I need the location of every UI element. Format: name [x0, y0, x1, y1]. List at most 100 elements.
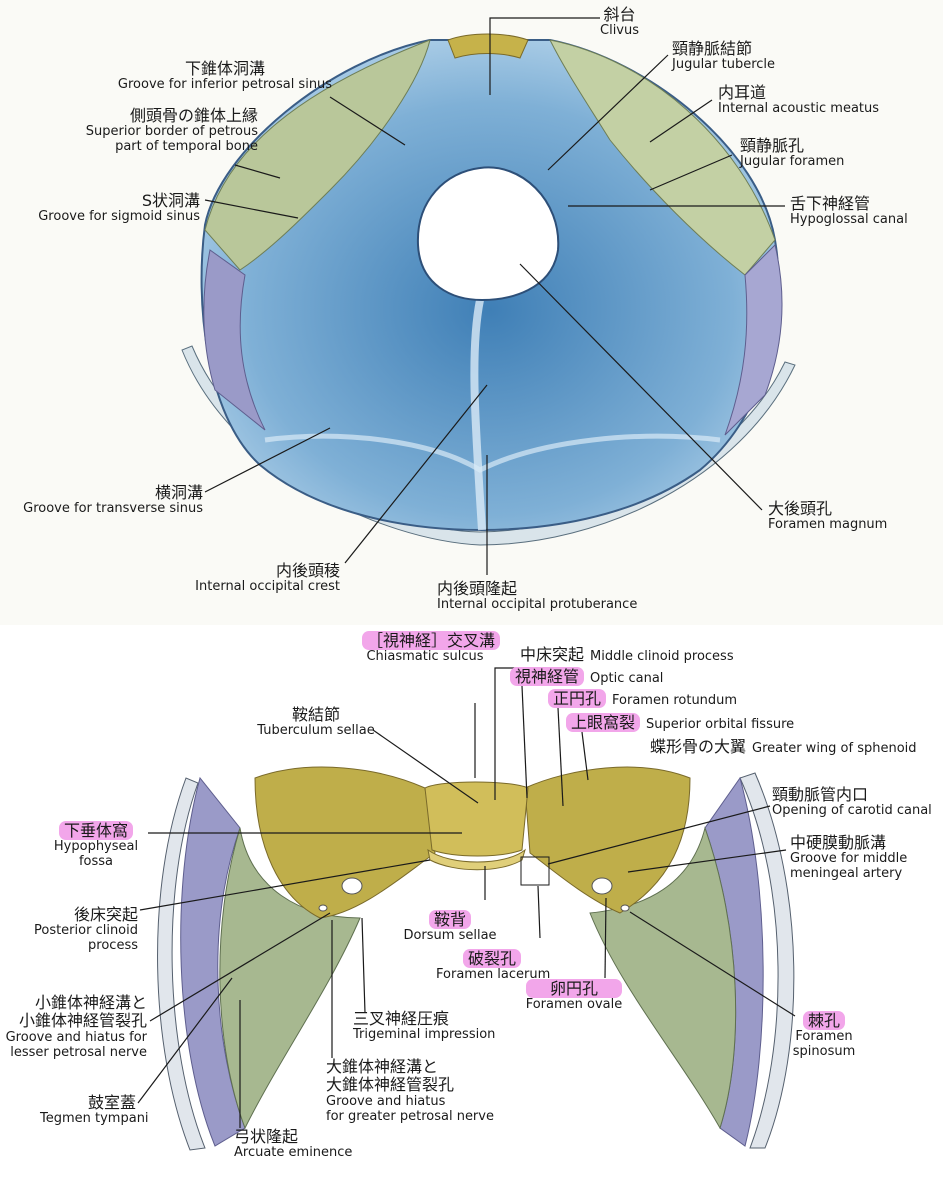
label-en: Dorsum sellae [403, 928, 497, 944]
label-jp: 内耳道 [718, 83, 767, 102]
greater-wing-right [524, 766, 691, 914]
label-en: Chiasmatic sulcus [366, 649, 484, 665]
label-trigeminal-impression: 三叉神経圧痕 Trigeminal impression [353, 1009, 496, 1043]
label-hypophyseal-fossa: 下垂体窩 Hypophyseal fossa [46, 821, 146, 870]
petrous-left [204, 39, 431, 271]
label-jp: 大後頭孔 [768, 499, 833, 518]
label-en: Jugular foramen [740, 154, 845, 170]
label-superior-border-petrous: 側頭骨の錐体上縁 Superior border of petrous part… [40, 106, 258, 155]
label-en: Tegmen tympani [40, 1111, 149, 1127]
label-en: Arcuate eminence [234, 1145, 353, 1161]
label-groove-inferior-petrosal: 下錐体洞溝 Groove for inferior petrosal sinus [95, 59, 355, 93]
parietal-right [724, 244, 783, 436]
label-en: spinosum [792, 1044, 856, 1060]
label-en: Internal occipital crest [195, 579, 340, 595]
label-jp-highlight: 上眼窩裂 [566, 713, 641, 732]
label-jp: 頸動脈管内口 [772, 785, 869, 804]
label-jp: 横洞溝 [154, 483, 203, 502]
label-jp-highlight: 正円孔 [548, 689, 607, 708]
label-en: process [88, 938, 138, 954]
label-jp: S状洞溝 [141, 191, 200, 210]
label-hypoglossal-canal: 舌下神経管 Hypoglossal canal [790, 194, 908, 228]
label-en: for greater petrosal nerve [326, 1108, 494, 1124]
label-foramen-lacerum: 破裂孔 Foramen lacerum [436, 949, 551, 983]
label-en: Foramen [795, 1029, 853, 1045]
label-jugular-foramen: 頸静脈孔 Jugular foramen [740, 136, 845, 170]
label-foramen-ovale: 卵円孔 Foramen ovale [514, 979, 634, 1013]
sella-body [424, 781, 529, 857]
label-jp: 下錐体洞溝 [184, 59, 265, 78]
label-en: Opening of carotid canal [772, 803, 932, 819]
label-en: Hypoglossal canal [790, 212, 908, 228]
rim-right [739, 772, 795, 1149]
label-jp-highlight: 下垂体窩 [58, 821, 133, 840]
label-en: Trigeminal impression [353, 1027, 496, 1043]
label-en: Internal occipital protuberance [437, 597, 638, 613]
greater-wing-left [254, 766, 436, 919]
label-jp-highlight: 棘孔 [802, 1011, 845, 1030]
label-foramen-spinosum: 棘孔 Foramen spinosum [782, 1011, 866, 1060]
foramen-spinosum-right [620, 904, 630, 912]
label-en: Superior border of petrous [85, 124, 258, 140]
rim-left [157, 777, 206, 1151]
label-jp-highlight: 破裂孔 [462, 949, 521, 968]
label-en: Groove for inferior petrosal sinus [117, 77, 333, 93]
label-en: Clivus [600, 23, 640, 39]
label-groove-transverse: 横洞溝 Groove for transverse sinus [8, 483, 203, 517]
label-jp: 頸静脈結節 [672, 39, 753, 58]
label-en: Posterior clinoid [33, 923, 138, 939]
label-lesser-petrosal: 小錐体神経溝と 小錐体神経管裂孔 Groove and hiatus for l… [2, 993, 147, 1061]
label-jp-highlight: 卵円孔 [525, 979, 622, 998]
label-en: Jugular tubercle [672, 57, 776, 73]
label-posterior-clinoid: 後床突起 Posterior clinoid process [18, 905, 138, 954]
label-en: fossa [78, 854, 114, 870]
label-en: Groove for sigmoid sinus [38, 209, 200, 225]
foramen-ovale-right [591, 877, 613, 895]
label-tuberculum-sellae: 鞍結節 Tuberculum sellae [256, 705, 376, 739]
label-en: Tuberculum sellae [257, 723, 375, 739]
label-en: Greater wing of sphenoid [752, 741, 917, 756]
label-en: Groove and hiatus [326, 1093, 446, 1109]
label-jp: 三叉神経圧痕 [353, 1009, 450, 1028]
label-jp: 側頭骨の錐体上縁 [129, 106, 258, 125]
occipital-crest [470, 299, 486, 531]
label-en: Internal acoustic meatus [718, 101, 880, 117]
foramen-spinosum-left [318, 904, 328, 912]
label-en: Groove for transverse sinus [23, 501, 203, 517]
label-jp: 中床突起 [520, 645, 585, 664]
label-en: Foramen magnum [768, 517, 888, 533]
panel-divider [0, 625, 943, 628]
label-jp: 小錐体神経管裂孔 [18, 1011, 147, 1031]
label-en: Groove and hiatus for [5, 1029, 147, 1045]
label-foramen-rotundum: 正円孔 Foramen rotundum [548, 689, 738, 709]
label-foramen-magnum: 大後頭孔 Foramen magnum [768, 499, 888, 533]
occipital-bone-illustration [181, 17, 796, 575]
parietal-left [180, 776, 246, 1147]
label-clivus: 斜台 Clivus [600, 5, 640, 39]
label-middle-meningeal: 中硬膜動脈溝 Groove for middle meningeal arter… [790, 833, 908, 882]
label-internal-occipital-protuberance: 内後頭隆起 Internal occipital protuberance [437, 579, 638, 613]
label-en: Foramen ovale [525, 997, 623, 1013]
label-en: Foramen rotundum [612, 693, 738, 708]
petrous-right [549, 39, 776, 276]
label-en: Foramen lacerum [436, 967, 551, 983]
label-jp: 大錐体神経溝と [326, 1057, 439, 1076]
label-en: Superior orbital fissure [646, 717, 795, 732]
label-jp: 小錐体神経溝と [34, 993, 147, 1012]
label-en: Groove for middle [790, 851, 908, 867]
label-en: Optic canal [590, 671, 664, 686]
label-groove-sigmoid: S状洞溝 Groove for sigmoid sinus [20, 191, 200, 225]
label-jp-highlight: 視神経管 [510, 667, 585, 686]
label-en: lesser petrosal nerve [10, 1044, 147, 1060]
label-jugular-tubercle: 頸静脈結節 Jugular tubercle [672, 39, 776, 73]
label-jp: 内後頭稜 [275, 561, 340, 580]
temporal-left [219, 827, 361, 1130]
posterior-cranial-fossa-panel: 斜台 Clivus 下錐体洞溝 Groove for inferior petr… [8, 5, 908, 613]
label-superior-orbital-fissure: 上眼窩裂 Superior orbital fissure [566, 713, 795, 733]
label-internal-acoustic-meatus: 内耳道 Internal acoustic meatus [718, 83, 880, 117]
label-en: Hypophyseal [53, 839, 139, 855]
parietal-left [203, 249, 266, 431]
label-arcuate-eminence: 弓状隆起 Arcuate eminence [234, 1127, 353, 1161]
